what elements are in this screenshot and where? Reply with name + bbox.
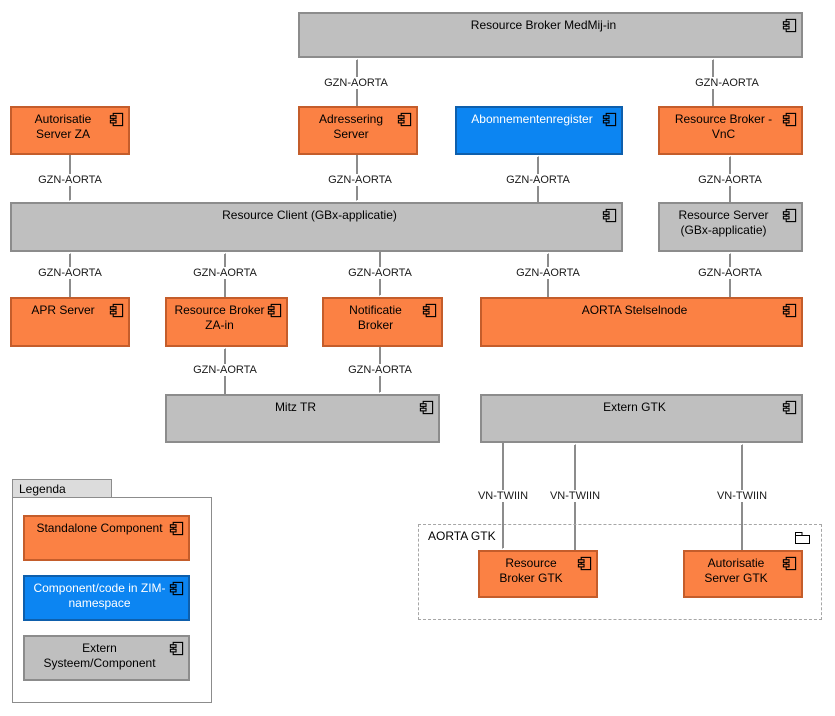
component-icon bbox=[782, 556, 797, 571]
component-icon bbox=[422, 303, 437, 318]
legend-item-label: Component/code in ZIM-namespace bbox=[33, 581, 166, 610]
package-label: AORTA GTK bbox=[428, 529, 496, 543]
node-resource-client-gbx[interactable]: Resource Client (GBx-applicatie) bbox=[10, 202, 623, 252]
legend-item-label: Standalone Component bbox=[36, 521, 163, 535]
node-resource-broker-za-in[interactable]: Resource Broker ZA-in bbox=[165, 297, 288, 347]
node-notificatie-broker[interactable]: Notificatie Broker bbox=[322, 297, 443, 347]
legend-item-extern-systeem-component: Extern Systeem/Component bbox=[23, 635, 190, 681]
component-icon bbox=[602, 112, 617, 127]
edge-label: GZN-AORTA bbox=[503, 174, 573, 186]
node-extern-gtk[interactable]: Extern GTK bbox=[480, 394, 803, 443]
node-label: Resource Broker MedMij-in bbox=[470, 18, 617, 32]
node-label: AORTA Stelselnode bbox=[581, 303, 688, 317]
edge-label: GZN-AORTA bbox=[190, 364, 260, 376]
edge-label: GZN-AORTA bbox=[35, 174, 105, 186]
edge-label: GZN-AORTA bbox=[345, 267, 415, 279]
component-icon bbox=[109, 303, 124, 318]
node-apr-server[interactable]: APR Server bbox=[10, 297, 130, 347]
node-mitz-tr[interactable]: Mitz TR bbox=[165, 394, 440, 443]
node-label: Mitz TR bbox=[274, 400, 317, 414]
package-icon bbox=[794, 531, 812, 550]
node-label: Autorisatie Server ZA bbox=[34, 112, 92, 141]
node-label: Resource Broker ZA-in bbox=[174, 303, 265, 332]
node-label: Autorisatie Server GTK bbox=[704, 556, 768, 585]
component-icon bbox=[267, 303, 282, 318]
component-icon bbox=[169, 641, 184, 656]
node-autorisatie-server-gtk[interactable]: Autorisatie Server GTK bbox=[683, 550, 803, 598]
component-icon bbox=[419, 400, 434, 415]
node-label: Adressering Server bbox=[318, 112, 384, 141]
legend-title: Legenda bbox=[12, 479, 112, 498]
node-label: Notificatie Broker bbox=[349, 303, 402, 332]
edge-label: GZN-AORTA bbox=[692, 77, 762, 89]
node-resource-broker-gtk[interactable]: Resource Broker GTK bbox=[478, 550, 598, 598]
edge-label: GZN-AORTA bbox=[190, 267, 260, 279]
component-icon bbox=[169, 521, 184, 536]
component-icon bbox=[602, 208, 617, 223]
node-abonnementenregister[interactable]: Abonnementenregister bbox=[455, 106, 623, 155]
component-icon bbox=[397, 112, 412, 127]
component-icon bbox=[782, 112, 797, 127]
node-autorisatie-server-za[interactable]: Autorisatie Server ZA bbox=[10, 106, 130, 155]
component-icon bbox=[577, 556, 592, 571]
package-aorta-gtk[interactable]: AORTA GTK bbox=[418, 524, 822, 620]
edge-label: GZN-AORTA bbox=[321, 77, 391, 89]
node-aorta-stelselnode[interactable]: AORTA Stelselnode bbox=[480, 297, 803, 347]
node-label: Resource Broker - VnC bbox=[674, 112, 773, 141]
component-icon bbox=[782, 303, 797, 318]
edge-label: GZN-AORTA bbox=[325, 174, 395, 186]
node-label: Resource Broker GTK bbox=[499, 556, 563, 585]
edge-label: VN-TWIIN bbox=[474, 490, 532, 502]
edge-label: GZN-AORTA bbox=[513, 267, 583, 279]
node-resource-server-gbx[interactable]: Resource Server (GBx-applicatie) bbox=[658, 202, 803, 252]
node-label: Extern GTK bbox=[603, 400, 666, 414]
node-resource-broker-vnc[interactable]: Resource Broker - VnC bbox=[658, 106, 803, 155]
legend: Standalone Component Component/code in Z… bbox=[12, 497, 212, 703]
edge-label: VN-TWIIN bbox=[713, 490, 771, 502]
component-icon bbox=[782, 400, 797, 415]
node-label: Resource Client (GBx-applicatie) bbox=[222, 208, 397, 222]
edge-label: GZN-AORTA bbox=[345, 364, 415, 376]
legend-item-label: Extern Systeem/Component bbox=[43, 641, 156, 670]
node-label: Resource Server (GBx-applicatie) bbox=[678, 208, 769, 237]
node-adressering-server[interactable]: Adressering Server bbox=[298, 106, 418, 155]
component-icon bbox=[782, 18, 797, 33]
edge-label: GZN-AORTA bbox=[695, 174, 765, 186]
component-icon bbox=[169, 581, 184, 596]
node-label: Abonnementenregister bbox=[471, 112, 593, 126]
component-icon bbox=[782, 208, 797, 223]
component-icon bbox=[109, 112, 124, 127]
legend-item-standalone-component: Standalone Component bbox=[23, 515, 190, 561]
node-resource-broker-medmij-in[interactable]: Resource Broker MedMij-in bbox=[298, 12, 803, 58]
edge-label: VN-TWIIN bbox=[546, 490, 604, 502]
edge-label: GZN-AORTA bbox=[35, 267, 105, 279]
edge-label: GZN-AORTA bbox=[695, 267, 765, 279]
node-label: APR Server bbox=[31, 303, 95, 317]
legend-item-zim-namespace-component: Component/code in ZIM-namespace bbox=[23, 575, 190, 621]
